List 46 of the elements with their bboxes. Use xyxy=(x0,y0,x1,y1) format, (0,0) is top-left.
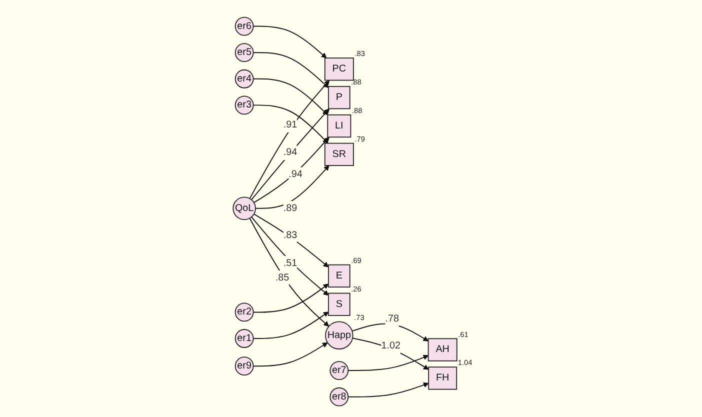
node-box: S xyxy=(328,292,350,316)
arrow xyxy=(253,214,329,268)
node-circle: Happ xyxy=(324,321,354,350)
edge-label: .83 xyxy=(283,230,297,241)
node-box: FH xyxy=(428,366,457,390)
arrow xyxy=(250,108,330,200)
edge-label: .51 xyxy=(283,258,297,268)
node-circle: er7 xyxy=(330,361,348,380)
node-circle: er2 xyxy=(234,302,254,322)
arrow xyxy=(252,104,328,144)
node-box: SR xyxy=(324,142,354,166)
node-box: LI xyxy=(327,114,351,138)
arrow xyxy=(252,312,329,340)
arrow xyxy=(252,342,328,367)
arrow xyxy=(348,354,428,372)
edge-label: .89 xyxy=(283,202,297,214)
arrow xyxy=(249,80,330,200)
arrow xyxy=(348,382,429,398)
arrow xyxy=(253,136,330,204)
node-box: P xyxy=(328,86,350,110)
arrow xyxy=(254,165,330,209)
edge-label: .91 xyxy=(283,119,297,130)
node-circle: er1 xyxy=(234,329,254,348)
arrow xyxy=(250,216,329,296)
arrow xyxy=(352,338,429,370)
node-box: PC xyxy=(324,58,354,81)
node-box: AH xyxy=(428,338,458,362)
node-circle: er9 xyxy=(234,356,254,376)
arrow xyxy=(252,52,329,88)
arrow xyxy=(352,323,428,342)
node-circle: er3 xyxy=(234,96,254,115)
node-circle: er8 xyxy=(330,387,348,406)
edge-label: 1.02 xyxy=(381,340,400,352)
edge-label: .94 xyxy=(283,147,297,158)
node-circle: er6 xyxy=(234,16,254,36)
node-box: E xyxy=(328,264,350,288)
edge-label: .85 xyxy=(275,272,289,283)
node-circle: QoL xyxy=(232,196,256,220)
node-circle: er5 xyxy=(234,43,254,62)
arrow xyxy=(252,26,327,58)
edge-label: .94 xyxy=(288,169,302,180)
arrow xyxy=(252,78,328,116)
edge-label: .78 xyxy=(385,314,399,324)
arrow xyxy=(252,284,329,313)
arrow xyxy=(249,218,329,327)
node-circle: er4 xyxy=(234,69,254,88)
